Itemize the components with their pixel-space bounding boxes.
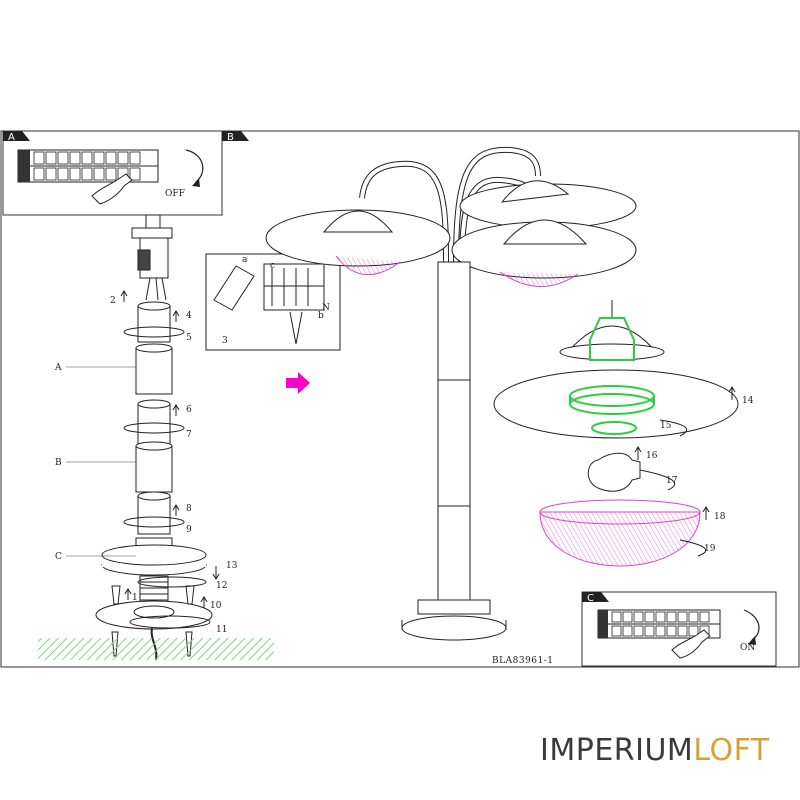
step-6: 6	[186, 405, 192, 415]
step-7: 7	[186, 430, 192, 440]
step-4: 4	[186, 311, 192, 321]
watermark-logo: IMPERIUMLOFT	[540, 733, 770, 768]
drawing-code: BLA83961-1	[492, 656, 554, 666]
panel-a-action: OFF	[165, 189, 185, 199]
panel-a-switch-off: A OFF	[2, 130, 223, 216]
step-markers-left	[120, 290, 220, 629]
exploded-lamp-head	[493, 300, 739, 567]
step-9: 9	[186, 525, 192, 535]
wire-label-c: c	[270, 261, 275, 271]
part-label-b: B	[55, 458, 62, 468]
step-markers-right	[634, 386, 736, 557]
hand-icon	[91, 173, 133, 205]
step-2: 2	[110, 296, 116, 306]
step-14: 14	[742, 396, 754, 406]
panel-a-letter: A	[8, 132, 15, 143]
assembled-lamp	[265, 146, 637, 641]
panel-b-letter: B	[227, 132, 234, 143]
step-16: 16	[646, 451, 658, 461]
step-10: 10	[210, 601, 222, 611]
breaker-block-a	[17, 149, 159, 183]
watermark-part2: LOFT	[693, 733, 770, 768]
exploded-pole-assembly	[95, 214, 213, 661]
panel-c-action: ON	[740, 643, 755, 653]
wire-label-a: a	[242, 255, 248, 265]
step-3: 3	[222, 336, 228, 346]
part-label-c: C	[55, 552, 62, 562]
direction-arrow-icon	[286, 372, 310, 394]
part-label-a: A	[54, 363, 62, 373]
step-18: 18	[714, 512, 726, 522]
highlight-parts	[569, 317, 655, 435]
step-8: 8	[186, 504, 192, 514]
hand-icon	[671, 629, 711, 659]
watermark-part1: IMPERIUM	[540, 733, 694, 768]
wire-label-n: N	[322, 303, 330, 313]
wire-label-b: b	[318, 311, 324, 321]
sheet-frame	[0, 130, 800, 668]
step-5: 5	[186, 333, 192, 343]
panel-b-tag: B	[222, 131, 249, 143]
step-17: 17	[666, 476, 678, 486]
ground-hatch	[38, 638, 274, 660]
step-1: 1	[132, 593, 138, 603]
step-11: 11	[216, 625, 227, 635]
step-15: 15	[660, 421, 672, 431]
panel-c-letter: C	[587, 593, 594, 604]
step-19: 19	[704, 544, 716, 554]
breaker-block-c	[597, 609, 721, 639]
panel-c-switch-on: C ON	[581, 591, 777, 667]
wiring-detail-box: a c b N 3	[205, 253, 341, 351]
step-13: 13	[226, 561, 238, 571]
step-12: 12	[216, 581, 227, 591]
part-leader-lines	[66, 366, 136, 557]
